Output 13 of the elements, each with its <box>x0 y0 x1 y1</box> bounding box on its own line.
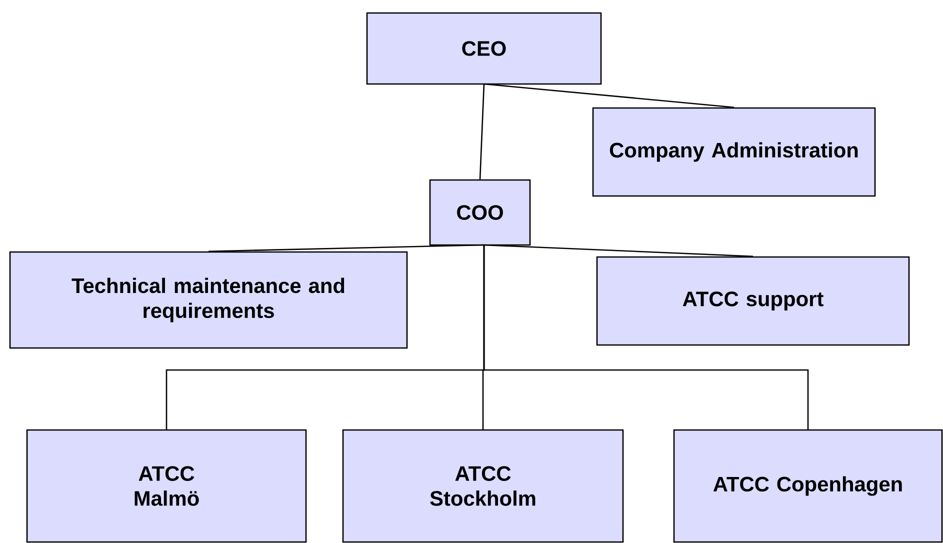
org-box: CEO <box>366 12 602 85</box>
connector-line <box>484 244 754 257</box>
org-box: ATCC Malmö <box>26 429 307 543</box>
org-box: ATCC Stockholm <box>342 429 624 543</box>
org-box: ATCC Copenhagen <box>673 429 943 543</box>
connector-line <box>484 83 734 108</box>
org-box: COO <box>429 179 531 246</box>
org-box: ATCC support <box>596 256 910 346</box>
connector-line <box>483 245 809 430</box>
connector-line <box>479 84 485 180</box>
org-box: Technical maintenance and requirements <box>9 251 408 349</box>
org-box: Company Administration <box>592 107 876 197</box>
connector-line <box>208 244 484 252</box>
